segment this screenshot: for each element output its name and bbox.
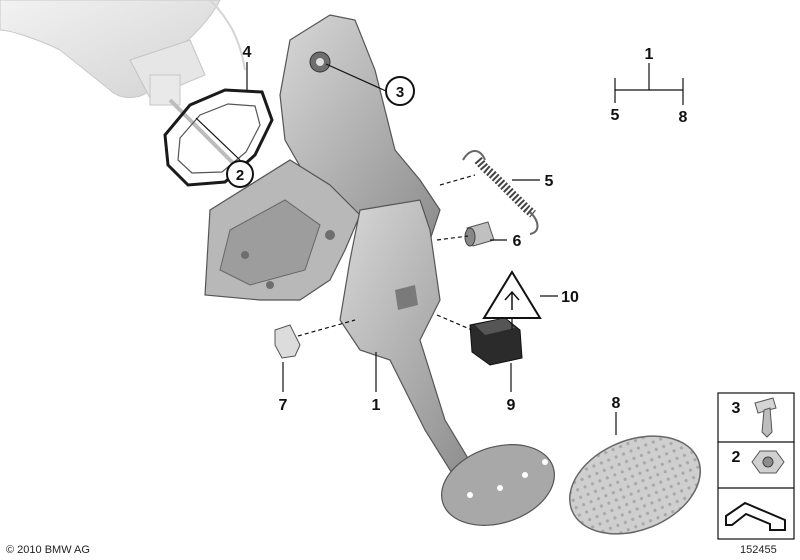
callout-4: 4	[243, 44, 252, 61]
pedal-pad-cover	[568, 435, 702, 535]
callout-6: 6	[513, 233, 522, 250]
gasket-ring	[163, 88, 274, 187]
pedal-bracket	[204, 14, 441, 301]
callout-7: 7	[279, 397, 288, 414]
callout-5: 5	[545, 173, 554, 190]
bolt-icon	[754, 397, 777, 438]
callout-10: 10	[561, 289, 579, 306]
bushing	[464, 221, 495, 247]
callout-8-tree: 8	[679, 109, 688, 126]
callout-3: 3	[396, 84, 404, 101]
callout-1-top: 1	[645, 46, 654, 63]
return-spring	[462, 150, 539, 235]
callout-2-circle	[226, 160, 254, 188]
legend-item-2-label: 2	[732, 449, 741, 466]
copyright: © 2010 BMW AG	[6, 544, 90, 556]
callout-8: 8	[612, 395, 621, 412]
retaining-clip	[274, 324, 301, 359]
leader-lines	[195, 62, 684, 435]
diagram-number: 152455	[740, 544, 777, 556]
nut-icon	[751, 450, 785, 474]
callout-5-tree: 5	[611, 107, 620, 124]
warning-triangle-icon	[482, 270, 542, 319]
callout-3-circle	[385, 76, 415, 106]
callout-9: 9	[507, 397, 516, 414]
section-reference-icon	[725, 501, 786, 531]
pedal-lever	[339, 199, 555, 526]
callout-2: 2	[236, 167, 244, 184]
legend-item-3-label: 3	[732, 400, 741, 417]
brake-light-switch	[469, 317, 523, 366]
ghost-booster	[0, 0, 246, 172]
callout-1: 1	[372, 397, 381, 414]
